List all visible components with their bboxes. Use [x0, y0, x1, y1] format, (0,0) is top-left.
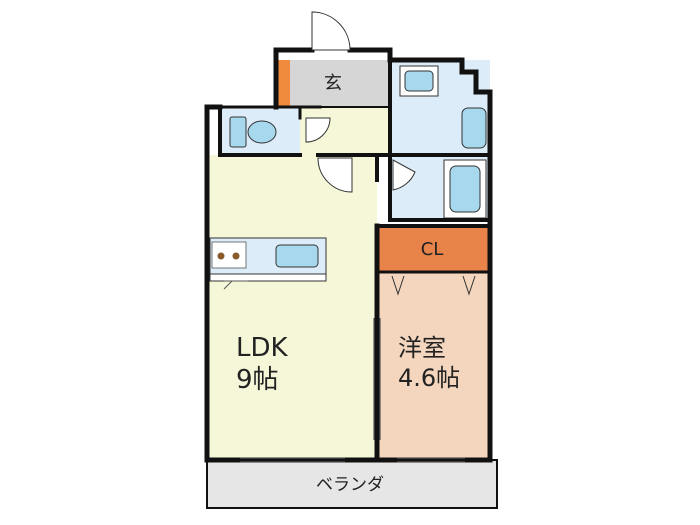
- window-western: [397, 457, 465, 463]
- western-room-floor: [377, 272, 490, 460]
- closet-label: CL: [421, 239, 444, 260]
- ldk-size: 9帖: [236, 365, 279, 395]
- entrance-floor: [276, 60, 390, 107]
- window-ldk: [240, 457, 345, 463]
- toilet-icon: [229, 116, 277, 148]
- ldk-floor: [207, 155, 377, 460]
- washbasin-icon: [399, 65, 439, 97]
- bathtub-icon: [443, 159, 487, 219]
- washer-icon: [461, 107, 487, 149]
- sliding-door: [373, 318, 381, 440]
- closet-door-marks: [391, 275, 476, 296]
- kitchen-counter: [209, 237, 327, 282]
- balcony-label: ベランダ: [316, 475, 384, 495]
- western-size: 4.6帖: [398, 364, 460, 392]
- door-swing-icon: [392, 159, 416, 191]
- closet-floor: [377, 226, 490, 272]
- door-swing-icon: [311, 11, 351, 51]
- door-swing-icon: [305, 117, 331, 143]
- ldk-label: LDK: [236, 333, 289, 363]
- entrance-accent: [276, 60, 290, 107]
- stove-icon: [211, 241, 247, 269]
- balcony-floor: [207, 460, 497, 508]
- door-swing-icon: [317, 157, 353, 193]
- walls: [204, 47, 498, 509]
- western-label: 洋室: [398, 334, 446, 362]
- entrance-label: 玄: [324, 73, 342, 94]
- fridge-space: [223, 280, 248, 290]
- kitchen-sink-icon: [275, 244, 319, 268]
